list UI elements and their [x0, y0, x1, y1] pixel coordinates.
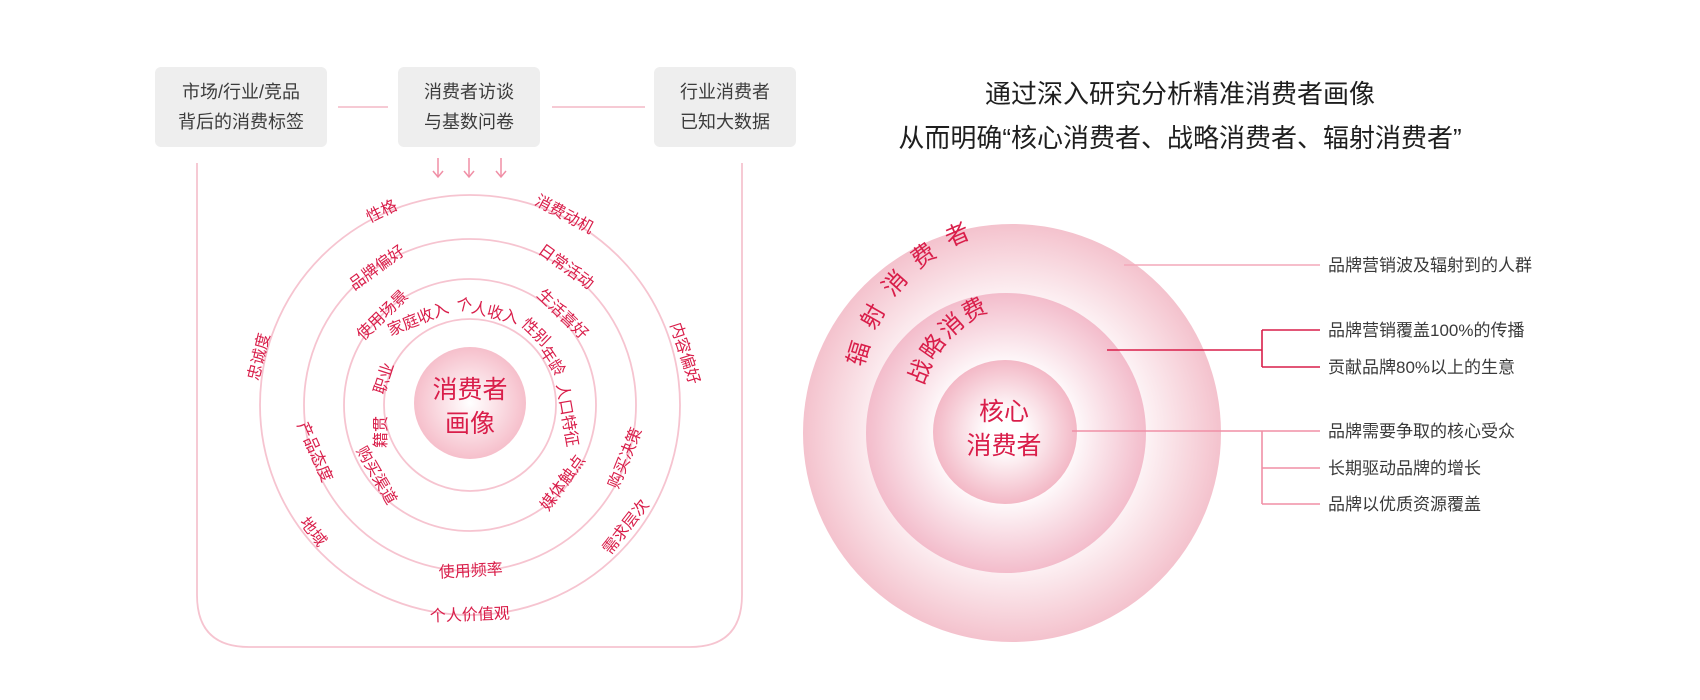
portrait-center-line2: 画像: [445, 410, 495, 438]
desc-core-1: 品牌需要争取的核心受众: [1328, 422, 1515, 441]
source-right-line1: 行业消费者: [680, 82, 770, 102]
heading-line1: 通过深入研究分析精准消费者画像: [985, 79, 1375, 109]
desc-outer-1: 品牌营销波及辐射到的人群: [1328, 256, 1532, 275]
label-purchase-decision: 购买决策: [605, 425, 646, 491]
source-middle-line1: 消费者访谈: [424, 82, 514, 102]
label-content-preference: 内容偏好: [666, 320, 703, 386]
portrait-center-line1: 消费者: [432, 376, 507, 404]
source-right-line2: 已知大数据: [680, 112, 770, 132]
source-left-line1: 市场/行业/竞品: [182, 82, 300, 102]
source-box-middle: 消费者访谈 与基数问卷: [398, 67, 540, 147]
label-usage-scenario: 使用场景: [353, 287, 412, 344]
desc-core-2: 长期驱动品牌的增长: [1328, 459, 1481, 478]
desc-core-3: 品牌以优质资源覆盖: [1328, 495, 1481, 514]
label-personal-values: 个人价值观: [430, 605, 511, 626]
label-personal-income: 个人收入: [454, 295, 520, 328]
segment-core-circle: [933, 360, 1077, 504]
leader-core: [1072, 430, 1320, 505]
source-left-line2: 背后的消费标签: [178, 112, 304, 132]
label-purchase-channel: 购买渠道: [353, 443, 401, 507]
label-media-touchpoint: 媒体触点: [537, 452, 589, 514]
label-brand-preference: 品牌偏好: [346, 242, 408, 294]
label-need-level: 需求层次: [599, 496, 653, 558]
label-demographics: 人口特征: [553, 382, 582, 448]
label-product-attitude: 产品态度: [293, 419, 335, 485]
label-hometown: 籍贯: [372, 416, 390, 448]
segment-core-line2: 消费者: [966, 432, 1041, 460]
label-motivation: 消费动机: [532, 192, 597, 238]
desc-middle-1: 品牌营销覆盖100%的传播: [1328, 321, 1524, 340]
portrait-rings: [259, 194, 681, 616]
segment-core-line1: 核心: [979, 398, 1029, 426]
label-loyalty: 忠诚度: [245, 331, 274, 382]
down-arrows: [432, 158, 507, 179]
label-occupation: 职业: [371, 360, 398, 396]
portrait-center-disc: [414, 347, 526, 459]
source-middle-line2: 与基数问卷: [424, 112, 514, 132]
label-usage-frequency: 使用频率: [438, 560, 503, 581]
desc-middle-2: 贡献品牌80%以上的生意: [1328, 358, 1515, 377]
label-personality: 性格: [363, 196, 400, 226]
label-region: 地域: [296, 514, 330, 550]
label-daily-activity: 日常活动: [535, 241, 597, 293]
leader-middle: [1107, 329, 1320, 368]
source-box-left: 市场/行业/竞品 背后的消费标签: [155, 67, 327, 147]
source-box-right: 行业消费者 已知大数据: [654, 67, 796, 147]
bracket-frame: [196, 163, 743, 648]
heading-line2: 从而明确“核心消费者、战略消费者、辐射消费者”: [898, 123, 1461, 153]
